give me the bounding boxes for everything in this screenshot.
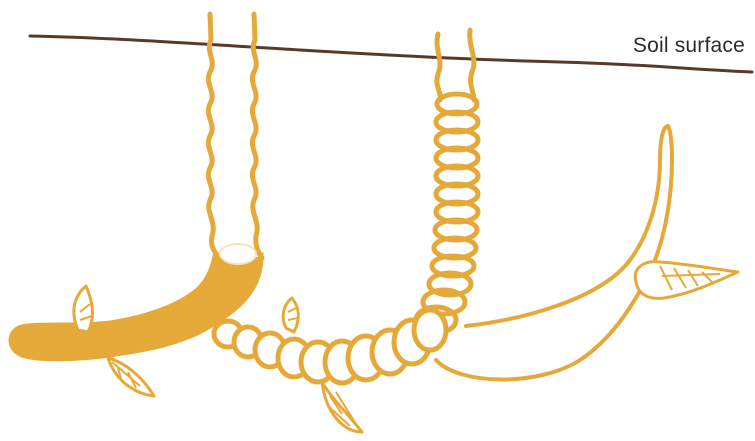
- middle-root-sheath-left: [437, 34, 440, 100]
- soil-surface-label: Soil surface: [633, 34, 745, 58]
- scale-leaf: [283, 298, 298, 332]
- scale-leaf: [635, 262, 738, 299]
- segmented-rhizome: [214, 310, 446, 383]
- left-root-wall-left: [208, 14, 220, 258]
- left-root-bud: [220, 244, 256, 264]
- middle-root-sheath-right: [470, 30, 474, 100]
- left-root-wall-right: [252, 14, 262, 258]
- rhizome-segment: [414, 310, 446, 350]
- left-root: [208, 14, 262, 258]
- runner-scale: [635, 262, 738, 299]
- middle-root: [416, 30, 478, 333]
